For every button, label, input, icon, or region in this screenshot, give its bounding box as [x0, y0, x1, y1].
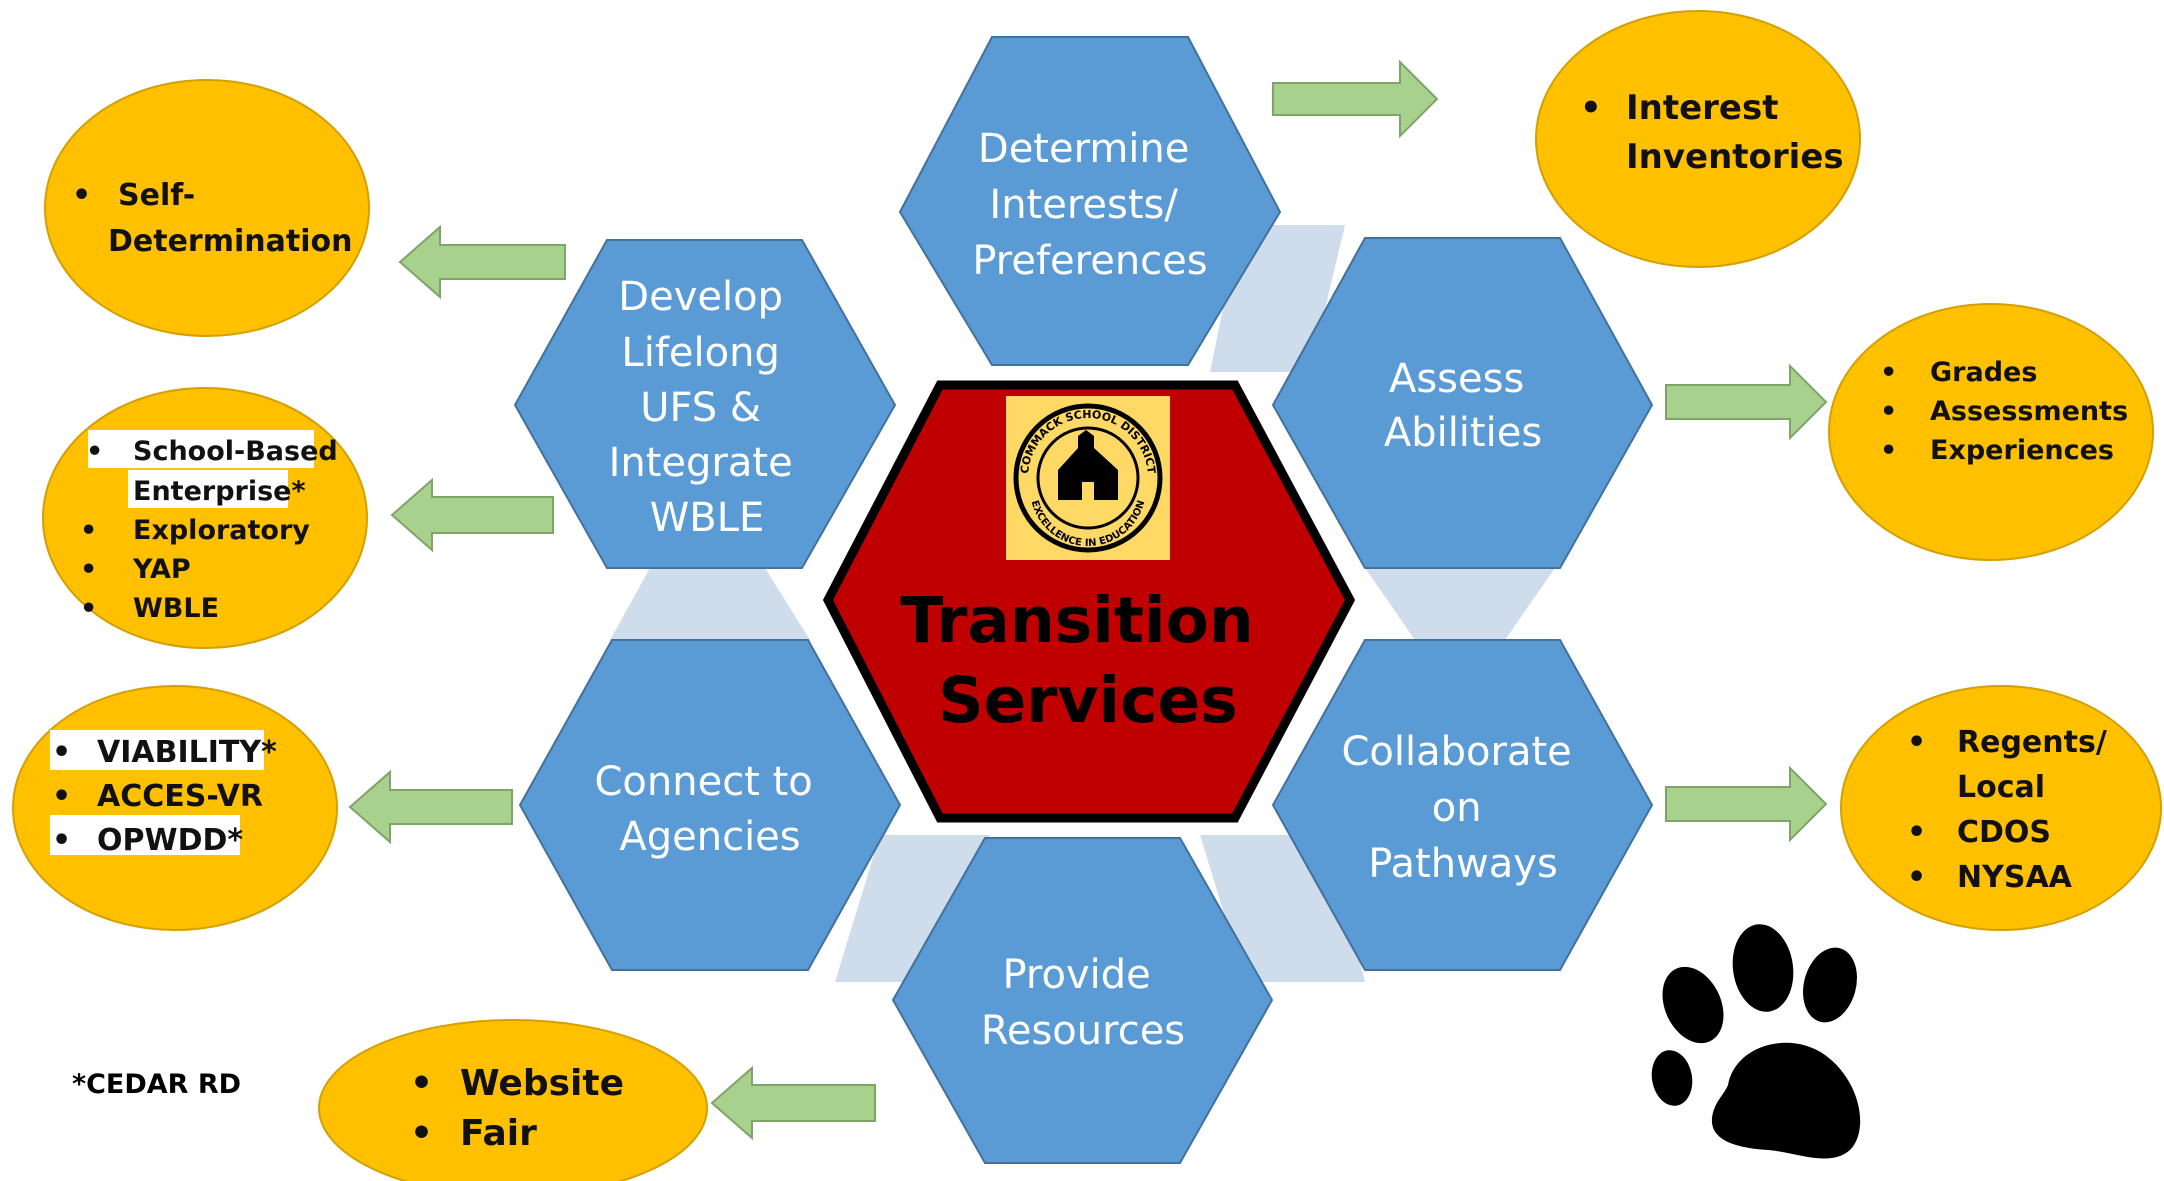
hex-connect-label: Connect to Agencies [595, 759, 826, 860]
hex-provide-label: Provide Resources [981, 952, 1185, 1054]
oval-website-text: •Website •Fair [410, 1063, 637, 1154]
hex-collaborate: Collaborate on Pathways [1271, 639, 1654, 971]
paw-toe-2 [1732, 924, 1794, 1012]
hex-provide-shape [891, 837, 1274, 1164]
footnote-cedar-rd: *CEDAR RD [72, 1069, 241, 1100]
oval-viability-text: •VIABILITY* •ACCES-VR •OPWDD* [52, 735, 287, 858]
paw-toe-4 [1651, 1050, 1693, 1106]
paw-toe-3 [1803, 947, 1857, 1023]
hex-connect: Connect to Agencies [518, 639, 902, 971]
oval-grades-text: •Grades •Assessments •Experiences [1880, 357, 2138, 466]
oval-school: •School-Based Enterprise* •Exploratory •… [42, 387, 368, 649]
oval-viability-highlight-1 [50, 730, 264, 770]
hex-assess: Assess Abilities [1271, 237, 1654, 569]
hex-determine-label: Determine Interests/ Preferences [972, 126, 1207, 284]
center-hexagon: Transition Services [822, 380, 1356, 823]
oval-interest-shape [1535, 10, 1861, 268]
arrow-to-interest [1272, 59, 1439, 139]
hex-develop: Develop Lifelong UFS & Integrate WBLE [513, 239, 897, 569]
district-logo: COMMACK SCHOOL DISTRICT EXCELLENCE IN ED… [1006, 396, 1170, 560]
connector-left [610, 568, 810, 640]
oval-self-determination: •Self- Determination [44, 79, 370, 337]
paw-print-icon [1651, 924, 1861, 1159]
hex-collaborate-label: Collaborate on Pathways [1342, 729, 1585, 887]
hex-determine-shape [898, 36, 1282, 366]
oval-self-determination-text: •Self- Determination [72, 178, 352, 259]
oval-interest: •Interest Inventories [1535, 10, 1861, 268]
connector-right [1365, 568, 1555, 640]
oval-viability: •VIABILITY* •ACCES-VR •OPWDD* [12, 685, 338, 931]
arrow-to-self-determination [398, 224, 566, 300]
arrow-to-grades [1665, 363, 1828, 441]
hex-collaborate-shape [1271, 639, 1654, 971]
hex-determine: Determine Interests/ Preferences [898, 36, 1282, 366]
oval-viability-highlight-2 [50, 815, 240, 855]
center-hexagon-shape [822, 380, 1356, 823]
schoolhouse-door-icon [1082, 482, 1094, 500]
oval-grades: •Grades •Assessments •Experiences [1828, 303, 2154, 561]
oval-grades-shape [1828, 303, 2154, 561]
arrow-to-viability [348, 769, 513, 845]
arrow-to-website [710, 1065, 876, 1141]
hex-assess-shape [1271, 237, 1654, 569]
oval-self-determination-shape [44, 79, 370, 337]
hex-develop-label: Develop Lifelong UFS & Integrate WBLE [609, 274, 806, 541]
hex-assess-label: Assess Abilities [1384, 356, 1542, 456]
hex-develop-shape [513, 239, 897, 569]
arrows [348, 59, 1828, 1141]
oval-school-highlight-1 [88, 430, 314, 468]
center-title: Transition Services [900, 584, 1275, 737]
paw-toe-1 [1662, 966, 1724, 1044]
oval-school-highlight-2 [128, 470, 288, 508]
oval-regents: •Regents/ Local •CDOS •NYSAA [1840, 685, 2162, 931]
oval-website-shape [318, 1019, 708, 1181]
hex-provide: Provide Resources [891, 837, 1274, 1164]
arrow-to-regents [1665, 765, 1828, 843]
oval-website: •Website •Fair [318, 1019, 708, 1181]
oval-school-text: •School-Based Enterprise* •Exploratory •… [80, 436, 347, 624]
oval-interest-text: •Interest Inventories [1580, 88, 1844, 177]
arrow-to-school [390, 477, 554, 553]
oval-regents-text: •Regents/ Local •CDOS •NYSAA [1907, 725, 2117, 895]
hex-connect-shape [518, 639, 902, 971]
paw-pad [1711, 1042, 1861, 1159]
oval-regents-shape [1840, 685, 2162, 931]
schoolhouse-seal-icon [1058, 430, 1118, 500]
